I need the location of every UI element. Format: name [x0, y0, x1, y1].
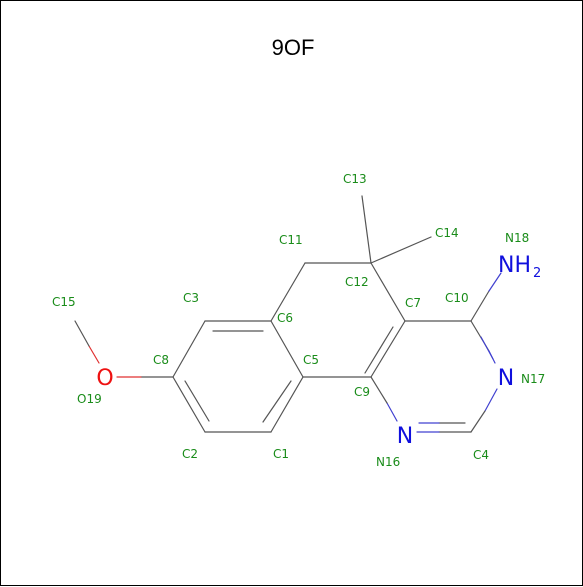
- atom-label-c5: C5: [303, 353, 319, 367]
- bond-c5-c1-inner: [262, 380, 292, 423]
- bond-n16-c9-a: [386, 402, 398, 422]
- atom-label-c11: C11: [279, 233, 303, 247]
- bond-c10-n18-b: [488, 272, 502, 292]
- bond-c10-n17-inner: [480, 336, 494, 360]
- atom-label-c6: C6: [277, 311, 293, 325]
- n16-symbol: N: [397, 424, 413, 449]
- bond-c7-c9-inner: [364, 326, 394, 374]
- atom-label-c13: C13: [343, 172, 367, 186]
- n17-symbol: N: [498, 366, 514, 391]
- o19-symbol: O: [96, 366, 113, 391]
- atom-label-c10: C10: [445, 291, 469, 305]
- atom-label-c9: C9: [354, 385, 370, 399]
- atom-label-c7: C7: [405, 296, 421, 310]
- n18-symbol: NH: [498, 253, 531, 278]
- bonds: [74, 195, 502, 433]
- bond-o19-c15-b: [74, 320, 90, 347]
- atom-label-c3: C3: [183, 291, 199, 305]
- n18-subscript: 2: [533, 266, 541, 281]
- atom-label-c4: C4: [473, 448, 489, 462]
- bond-c5-c1: [270, 376, 304, 433]
- atom-label-c2: C2: [182, 447, 198, 461]
- bond-c6-c5: [270, 320, 304, 378]
- atom-label-c8: C8: [153, 353, 169, 367]
- atom-label-c1: C1: [273, 447, 289, 461]
- bond-n17-c4-b: [470, 410, 486, 433]
- bond-n17-c4-a: [484, 388, 498, 412]
- atom-label-c14: C14: [435, 226, 459, 240]
- bond-c8-c3: [172, 320, 206, 378]
- atom-label-c15: C15: [52, 295, 76, 309]
- atom-label-c12: C12: [345, 275, 369, 289]
- bond-c2-c8-inner: [184, 380, 210, 422]
- bond-c7-c9: [370, 320, 406, 378]
- bond-o19-c15-a: [88, 345, 100, 364]
- bond-c10-n18-a: [470, 290, 490, 322]
- bond-c6-c11: [270, 262, 306, 322]
- bond-c12-c13: [361, 195, 372, 264]
- bond-n16-c9-b: [370, 376, 388, 404]
- atom-label-o19: O19: [77, 392, 102, 406]
- atom-symbols: N N NH 2 O: [96, 253, 541, 449]
- bond-c2-c8: [172, 376, 206, 433]
- bond-c12-c7: [370, 262, 406, 322]
- atom-labels: C1 C2 C3 C4 C5 C6 C7 C8 C9 C10 C11 C12 C…: [52, 172, 545, 469]
- molecule-title: 9OF: [272, 35, 315, 60]
- atom-label-n17: N17: [521, 372, 545, 386]
- bond-c12-c14: [370, 236, 432, 264]
- atom-label-n18: N18: [505, 231, 529, 245]
- atom-label-n16: N16: [376, 455, 400, 469]
